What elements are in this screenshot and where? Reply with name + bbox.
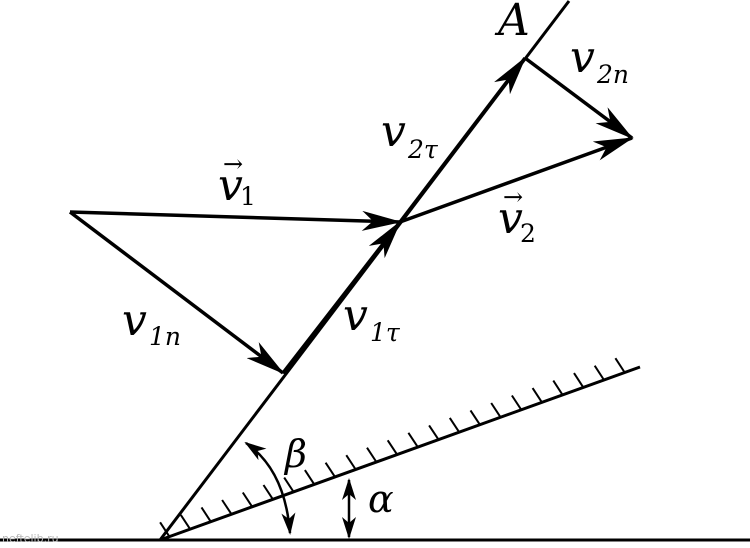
svg-text:v: v (498, 193, 523, 244)
hatch-mark (386, 439, 398, 456)
hatch-mark (593, 365, 605, 381)
v1n-label: v 1n (122, 295, 181, 351)
beta-label: β (283, 432, 307, 476)
svg-text:2n: 2n (596, 60, 629, 89)
hatch-mark (324, 462, 336, 478)
hatch-mark (345, 454, 357, 471)
v2n-label: v 2n (570, 32, 629, 89)
hatch-mark (511, 394, 523, 411)
v1n-vector (68, 210, 285, 375)
watermark: neftelib.ru (2, 532, 59, 545)
svg-text:→: → (503, 183, 523, 211)
beta-angle-arc (244, 441, 296, 535)
hatch-mark (159, 521, 171, 538)
hatch-mark (283, 477, 295, 493)
hatch-mark (469, 409, 481, 426)
hatch-mark (552, 380, 564, 396)
inclined-wall (159, 357, 641, 542)
svg-text:2τ: 2τ (407, 135, 439, 164)
svg-text:1n: 1n (149, 322, 181, 351)
svg-text:v: v (218, 160, 243, 211)
v1-label: v → 1 (218, 150, 256, 211)
hatch-mark (614, 357, 626, 374)
v1t-vector (281, 220, 402, 375)
svg-text:1: 1 (240, 182, 256, 211)
v2t-label: v 2τ (381, 106, 439, 164)
v2-label: v → 2 (498, 183, 536, 248)
hatch-mark (304, 469, 316, 485)
hatch-mark (407, 432, 419, 448)
svg-text:v: v (570, 32, 595, 83)
hatch-mark (262, 484, 274, 500)
alpha-label: α (368, 477, 394, 521)
hatch-mark (200, 506, 212, 523)
hatch-mark (221, 499, 233, 515)
hatch-mark (241, 491, 254, 508)
hatch-mark (573, 372, 585, 388)
hatch-mark (490, 402, 502, 418)
v2t-vector (398, 56, 527, 224)
v1-vector (69, 210, 402, 231)
hatch-mark (366, 447, 378, 463)
svg-text:v: v (381, 106, 406, 157)
svg-text:→: → (223, 150, 243, 178)
v2-vector (399, 136, 634, 224)
svg-text:2: 2 (520, 219, 536, 248)
v2n-vector (523, 56, 634, 140)
hatch-mark (448, 417, 461, 433)
point-a-label: A (494, 0, 530, 46)
svg-text:v: v (343, 290, 368, 341)
svg-text:1τ: 1τ (370, 318, 401, 347)
hatch-mark (531, 387, 543, 403)
v1t-label: v 1τ (343, 290, 401, 347)
hatch-mark (179, 514, 191, 530)
svg-text:v: v (122, 295, 147, 346)
hatch-mark (428, 424, 440, 441)
